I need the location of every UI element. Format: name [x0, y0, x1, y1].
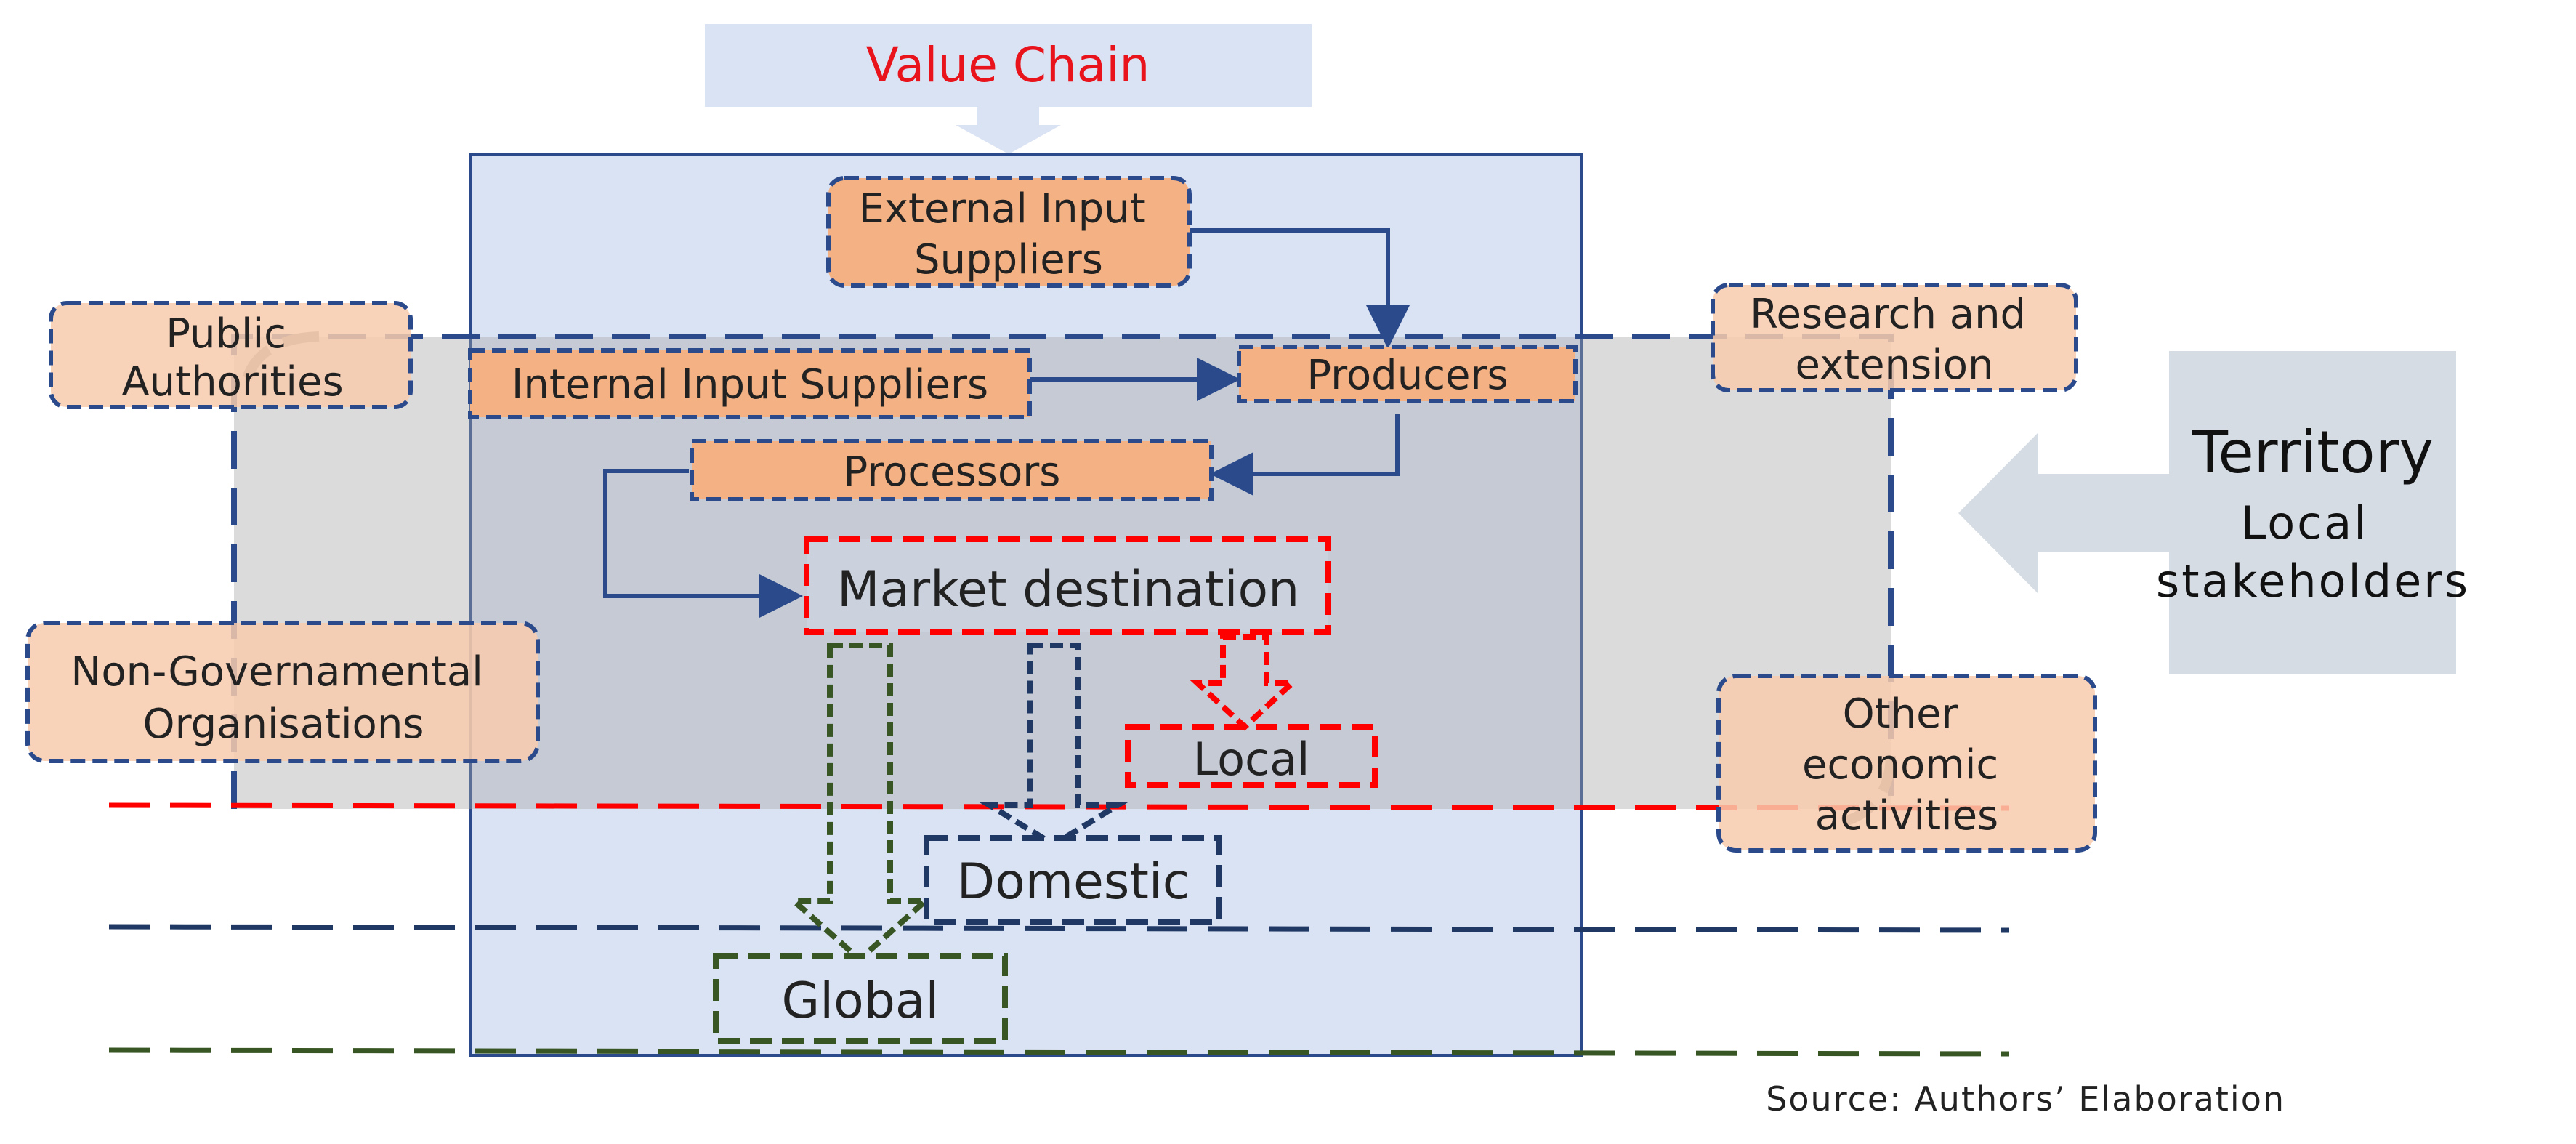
market-to-local-arrow [1190, 634, 1300, 731]
territory-subtitle-1: Local [2241, 496, 2369, 549]
public-authorities-box: Public Authorities [49, 301, 413, 409]
local-label: Local [1193, 733, 1310, 786]
ngo-label-1: Non-Governamental [70, 648, 483, 696]
producers-label: Producers [1307, 352, 1508, 399]
territory-arrow: Territory Local stakeholders [1958, 351, 2470, 674]
external-input-suppliers-label-2: Suppliers [914, 236, 1103, 283]
svg-text:Public Authorities: Public Authorities [121, 310, 343, 406]
processors-box: Processors [690, 439, 1214, 501]
processors-to-market-arrow [603, 469, 803, 618]
other-economic-label-2: economic [1802, 741, 1998, 789]
global-box: Global [713, 953, 1008, 1044]
market-destination-box: Market destination [804, 536, 1331, 635]
ngo-label-2: Organisations [143, 701, 424, 748]
domestic-level-line [108, 924, 2010, 933]
other-economic-label-1: Other [1843, 690, 1959, 738]
processors-label: Processors [844, 448, 1061, 496]
value-chain-title: Value Chain [866, 37, 1150, 93]
market-destination-label: Market destination [837, 561, 1299, 619]
market-to-domestic-arrow [979, 643, 1128, 848]
value-chain-title-banner: Value Chain [705, 24, 1312, 154]
source-note: Source: Authors’ Elaboration [1766, 1079, 2285, 1119]
svg-text:Local stakeholders: Local stakeholders [2156, 496, 2470, 608]
producers-box: Producers [1237, 345, 1578, 403]
public-authorities-label-2: Authorities [121, 358, 343, 406]
territory-subtitle-2: stakeholders [2156, 555, 2470, 608]
local-box: Local [1125, 724, 1378, 788]
external-to-producers-arrow [1190, 228, 1410, 349]
external-input-suppliers-label-1: External Input [859, 185, 1146, 233]
global-label: Global [782, 972, 940, 1030]
svg-text:Non-Governamental Organi: Non-Governamental Organisations [70, 648, 496, 748]
research-extension-label-1: Research and [1750, 291, 2026, 338]
other-economic-box: Other economic activities [1716, 674, 2097, 853]
internal-input-suppliers-label: Internal Input Suppliers [512, 361, 988, 408]
internal-input-suppliers-box: Internal Input Suppliers [468, 348, 1032, 419]
external-input-suppliers-box: External Input Suppliers [826, 176, 1192, 288]
ngo-box: Non-Governamental Organisations [25, 621, 540, 763]
svg-text:Research and extension: Research and extension [1750, 291, 2039, 389]
svg-text:External Input Suppliers: External Input Suppliers [859, 185, 1159, 283]
market-to-global-arrow [786, 643, 933, 964]
territory-zone-border [231, 334, 1894, 809]
other-economic-label-3: activities [1815, 792, 1998, 839]
research-extension-box: Research and extension [1711, 283, 2078, 392]
research-extension-label-2: extension [1796, 342, 1994, 389]
domestic-label: Domestic [957, 853, 1190, 911]
local-level-line [108, 802, 2010, 811]
domestic-box: Domestic [924, 835, 1222, 925]
global-level-line [108, 1047, 2010, 1057]
public-authorities-label-1: Public [166, 310, 286, 358]
territory-title: Territory [2192, 419, 2434, 486]
svg-text:Other economic act: Other economic activities [1802, 690, 2011, 839]
producers-to-processors-arrow [1210, 414, 1400, 496]
